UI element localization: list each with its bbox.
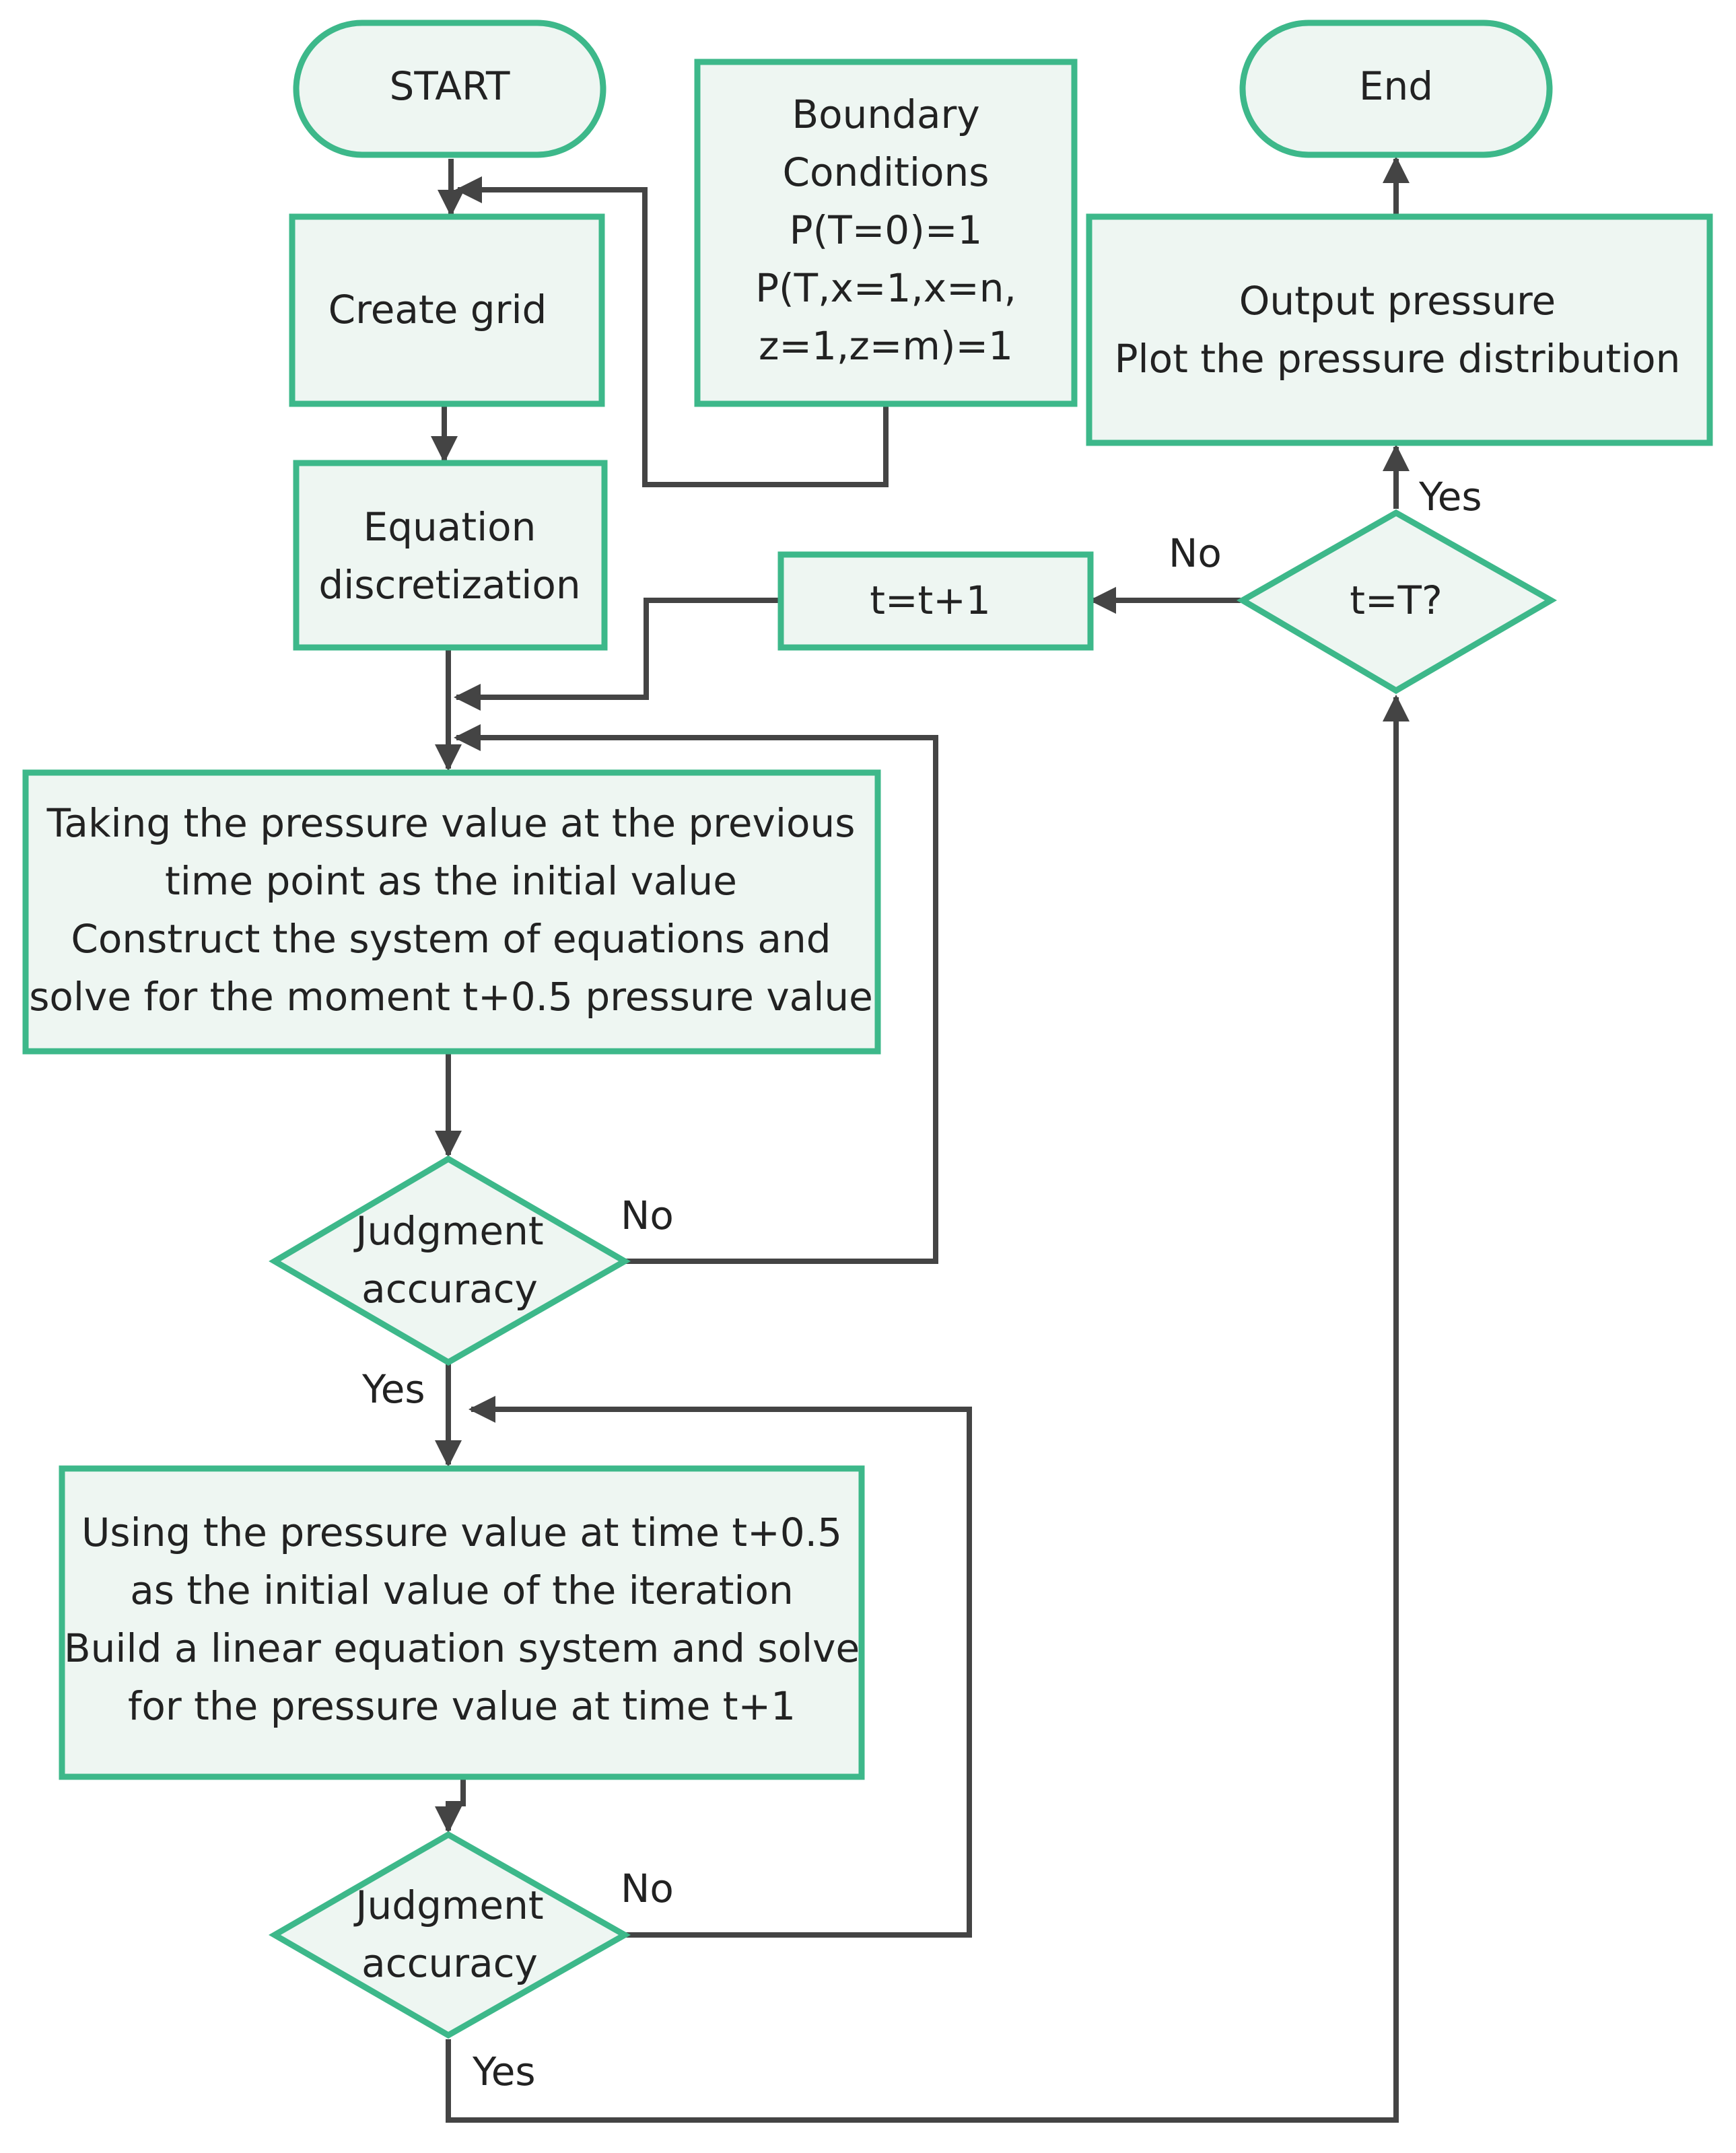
edge-judge-2-no-loop	[468, 1396, 972, 1938]
time-check-label: t=T?	[1350, 577, 1443, 623]
increment-box	[777, 551, 1094, 651]
equation-discretization-box	[293, 460, 608, 651]
create-grid-label: Create grid	[328, 287, 547, 332]
node-text-line: Equation	[363, 504, 536, 550]
judge-1-decision	[269, 1155, 631, 1366]
time-check-decision	[1237, 509, 1558, 695]
judge-2-text: Judgment accuracy	[353, 1882, 543, 1986]
node-text-line: Using the pressure value at time t+0.5	[81, 1510, 842, 1555]
equation-discretization-text: Equation discretization	[318, 504, 580, 608]
node-text-line: Judgment	[353, 1882, 543, 1928]
node-text-line: t=T?	[1350, 577, 1443, 623]
node-text-line: START	[390, 63, 510, 109]
node-text-line: Plot the pressure distribution	[1115, 336, 1681, 382]
node-text-line: t=t+1	[870, 577, 991, 623]
node-text-line: as the initial value of the iteration	[130, 1567, 794, 1613]
full-step-box	[59, 1465, 865, 1780]
node-text-line: Boundary	[792, 92, 979, 137]
judge-2-decision	[269, 1831, 631, 2039]
judge-1-text: Judgment accuracy	[353, 1208, 543, 1312]
node-text-line: time point as the initial value	[165, 858, 737, 904]
node-text-line: Output pressure	[1239, 278, 1556, 324]
full-step-text: Using the pressure value at time t+0.5 as…	[64, 1510, 860, 1729]
start-label: START	[390, 63, 510, 109]
node-text-line: P(T=0)=1	[790, 207, 983, 253]
node-text-line: accuracy	[361, 1266, 538, 1312]
node-text-line: solve for the moment t+0.5 pressure valu…	[29, 974, 873, 1020]
node-text-line: P(T,x=1,x=n,	[755, 265, 1016, 311]
node-text-line: Conditions	[783, 149, 989, 195]
judge-1-yes-label: Yes	[361, 1366, 425, 1412]
node-text-line: Judgment	[353, 1208, 543, 1254]
node-text-line: discretization	[318, 562, 580, 608]
half-step-box	[22, 769, 881, 1055]
node-text-line: accuracy	[361, 1940, 538, 1986]
increment-label: t=t+1	[870, 577, 991, 623]
start-terminal	[293, 20, 606, 158]
end-terminal	[1239, 20, 1553, 158]
edge-judge-1-no-loop	[454, 724, 938, 1264]
node-text-line: Create grid	[328, 287, 547, 332]
time-yes-label: Yes	[1418, 474, 1482, 520]
judge-1-no-label: No	[621, 1193, 674, 1238]
node-text-line: Construct the system of equations and	[71, 916, 831, 962]
create-grid-box	[289, 213, 605, 407]
connectors	[431, 156, 1410, 2123]
edge-full-step-to-judge-2	[435, 1777, 466, 1833]
output-box	[1086, 213, 1713, 446]
time-no-label: No	[1169, 530, 1222, 576]
edge-boundary-to-create-grid	[455, 176, 889, 487]
judge-2-yes-label: Yes	[472, 2049, 536, 2094]
edge-judge-2-yes-to-time-check	[446, 695, 1410, 2123]
node-text-line: End	[1359, 63, 1433, 109]
half-step-text: Taking the pressure value at the previou…	[29, 800, 873, 1020]
edge-increment-to-half-step	[454, 598, 778, 711]
node-text-line: for the pressure value at time t+1	[128, 1683, 796, 1729]
boundary-conditions-box	[694, 59, 1078, 407]
edge-labels: Yes No No Yes No Yes	[361, 474, 1482, 2094]
node-text-line: Build a linear equation system and solve	[64, 1625, 860, 1671]
judge-2-no-label: No	[621, 1866, 674, 1911]
node-text-line: z=1,z=m)=1	[759, 323, 1013, 369]
node-text-line: Taking the pressure value at the previou…	[46, 800, 856, 846]
end-label: End	[1359, 63, 1433, 109]
